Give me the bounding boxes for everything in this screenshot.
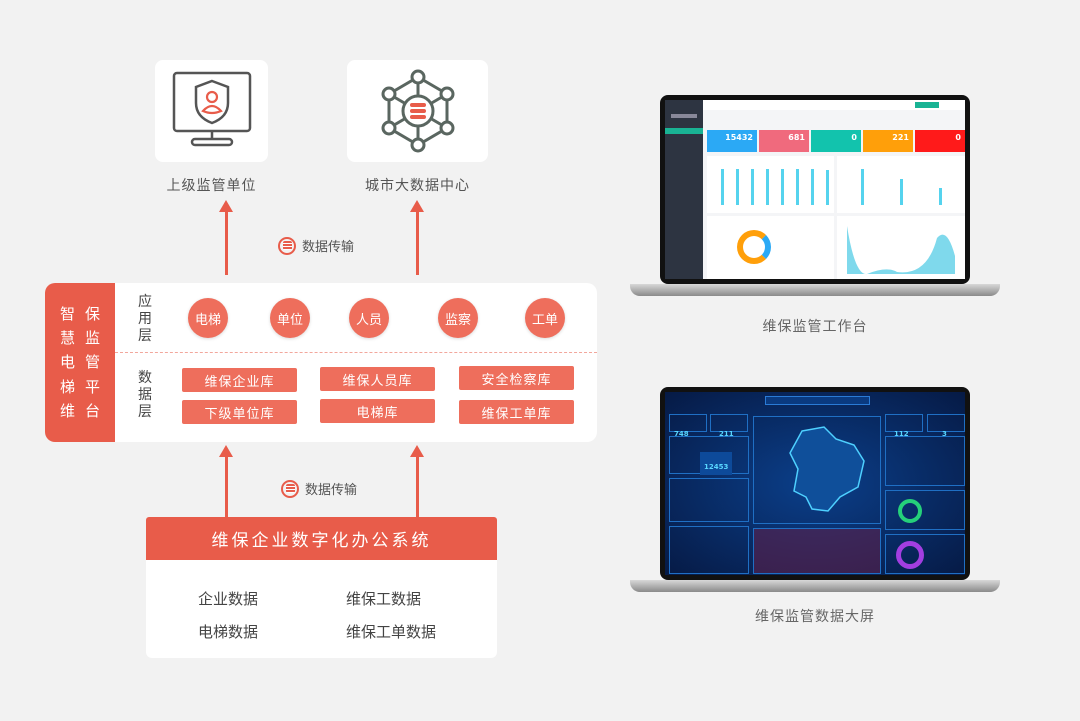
title-char: 智 — [59, 305, 75, 323]
stat: 748 — [669, 414, 707, 438]
title-char: 平 — [84, 377, 100, 396]
kpi: 0 — [811, 130, 861, 152]
app-elevator[interactable]: 电梯 — [188, 298, 228, 338]
layer-divider — [115, 352, 597, 353]
data-transfer-top: 数据传输 — [278, 236, 354, 255]
arrow-up — [410, 200, 424, 275]
laptop-base — [630, 284, 1000, 296]
db-maint-enterprise[interactable]: 维保企业库 — [182, 368, 297, 392]
label-char: 用 — [138, 311, 152, 327]
label-char: 数 — [138, 370, 152, 386]
data-item: 企业数据 — [198, 590, 259, 608]
title-char: 台 — [84, 401, 100, 420]
arrow-up — [219, 200, 233, 275]
title-char: 监 — [84, 329, 100, 348]
laptop-bigscreen: 748 211 12453 112 3 — [660, 387, 970, 580]
app-layer-label: 应用层 — [137, 294, 153, 345]
laptop-workbench: 15432 681 0 221 0 — [660, 95, 970, 284]
data-item: 电梯数据 — [198, 623, 259, 641]
label-char: 应 — [138, 294, 152, 310]
monitor-shield-user-icon — [172, 71, 251, 147]
db-elevator[interactable]: 电梯库 — [320, 399, 435, 423]
supervisor-label: 上级监管单位 — [166, 178, 257, 194]
system-title: 维保企业数字化办公系统 — [146, 517, 497, 560]
stat-value: 12453 — [704, 463, 729, 471]
db-maint-personnel[interactable]: 维保人员库 — [320, 367, 435, 391]
transfer-label: 数据传输 — [305, 483, 358, 498]
stat-value: 748 — [674, 430, 689, 438]
kpi: 221 — [863, 130, 913, 152]
bigscreen-label: 维保监管数据大屏 — [755, 609, 875, 625]
app-workorder[interactable]: 工单 — [525, 298, 565, 338]
bigdata-label: 城市大数据中心 — [365, 178, 470, 194]
title-char: 电 — [59, 353, 75, 372]
label-char: 层 — [138, 404, 152, 420]
bigdata-card — [347, 60, 488, 162]
stat: 211 — [710, 414, 748, 438]
label-char: 层 — [138, 328, 152, 344]
stat-value: 112 — [894, 430, 909, 438]
label-char: 据 — [138, 387, 152, 403]
arrow-up — [219, 445, 233, 517]
title-char: 管 — [84, 353, 100, 372]
title-char: 维 — [59, 401, 75, 420]
kpi: 0 — [915, 130, 965, 152]
network-database-icon — [381, 69, 454, 153]
db-workorder[interactable]: 维保工单库 — [459, 400, 574, 424]
supervisor-card — [155, 60, 268, 162]
transfer-label: 数据传输 — [302, 240, 355, 255]
laptop-base — [630, 580, 1000, 592]
title-char: 保 — [84, 305, 100, 323]
database-icon — [281, 479, 299, 498]
data-transfer-bottom: 数据传输 — [281, 479, 357, 498]
title-char: 慧 — [59, 329, 75, 348]
data-item: 维保工单数据 — [346, 623, 437, 641]
kpi: 681 — [759, 130, 809, 152]
title-char: 梯 — [59, 377, 75, 396]
platform-title: 智保 慧监 电管 梯平 维台 — [45, 283, 115, 442]
system-data-panel: 企业数据 维保工数据 电梯数据 维保工单数据 — [146, 560, 497, 658]
db-safety-inspection[interactable]: 安全检察库 — [459, 366, 574, 390]
stat-value: 211 — [719, 430, 734, 438]
data-layer-label: 数据层 — [137, 370, 153, 421]
database-icon — [278, 236, 296, 255]
app-personnel[interactable]: 人员 — [349, 298, 389, 338]
stat-value: 3 — [942, 430, 947, 438]
data-item: 维保工数据 — [346, 590, 422, 608]
app-inspection[interactable]: 监察 — [438, 298, 478, 338]
kpi: 15432 — [707, 130, 757, 152]
sidebar — [665, 100, 703, 279]
db-sub-unit[interactable]: 下级单位库 — [182, 400, 297, 424]
app-unit[interactable]: 单位 — [270, 298, 310, 338]
arrow-up — [410, 445, 424, 517]
workbench-label: 维保监管工作台 — [762, 319, 868, 335]
